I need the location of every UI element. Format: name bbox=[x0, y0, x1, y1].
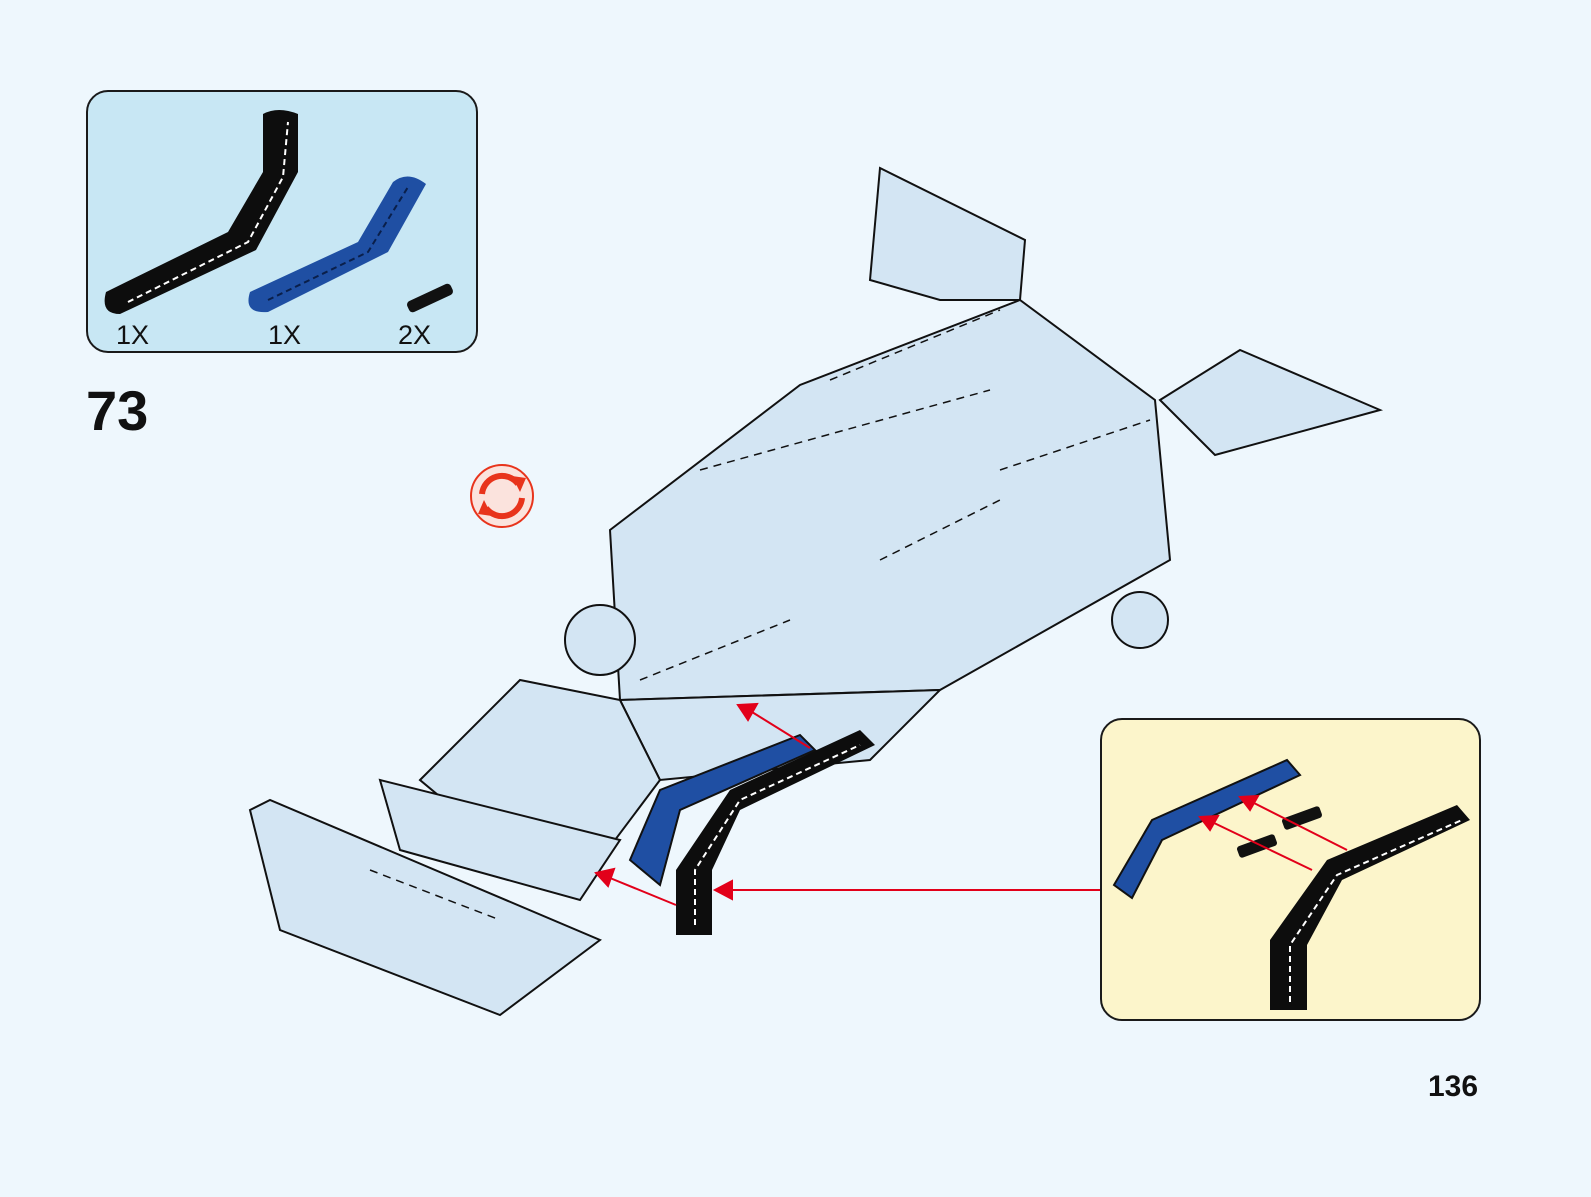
rotate-model-icon bbox=[470, 464, 534, 528]
sub-assembly-callout bbox=[1100, 718, 1481, 1021]
connector-pin-part bbox=[407, 283, 453, 313]
black-liftarm-placed bbox=[676, 730, 875, 935]
callout-illustration bbox=[1112, 758, 1470, 1010]
parts-illustrations bbox=[104, 110, 453, 314]
parts-list-panel: 1X 1X 2X bbox=[86, 90, 478, 353]
callout-arrows bbox=[1198, 794, 1348, 871]
assembly-arrows bbox=[594, 702, 1100, 906]
black-bent-liftarm-part bbox=[104, 110, 298, 314]
step-number: 73 bbox=[86, 379, 149, 442]
blue-liftarm-placed bbox=[628, 733, 817, 887]
callout-pins bbox=[1236, 806, 1323, 858]
model-holes bbox=[369, 309, 1151, 921]
page-number: 136 bbox=[1428, 1070, 1479, 1103]
quantity-label: 1X bbox=[268, 320, 302, 350]
quantity-label: 1X bbox=[116, 320, 150, 350]
quantity-label: 2X bbox=[398, 320, 432, 350]
blue-bent-liftarm-part bbox=[248, 176, 426, 313]
